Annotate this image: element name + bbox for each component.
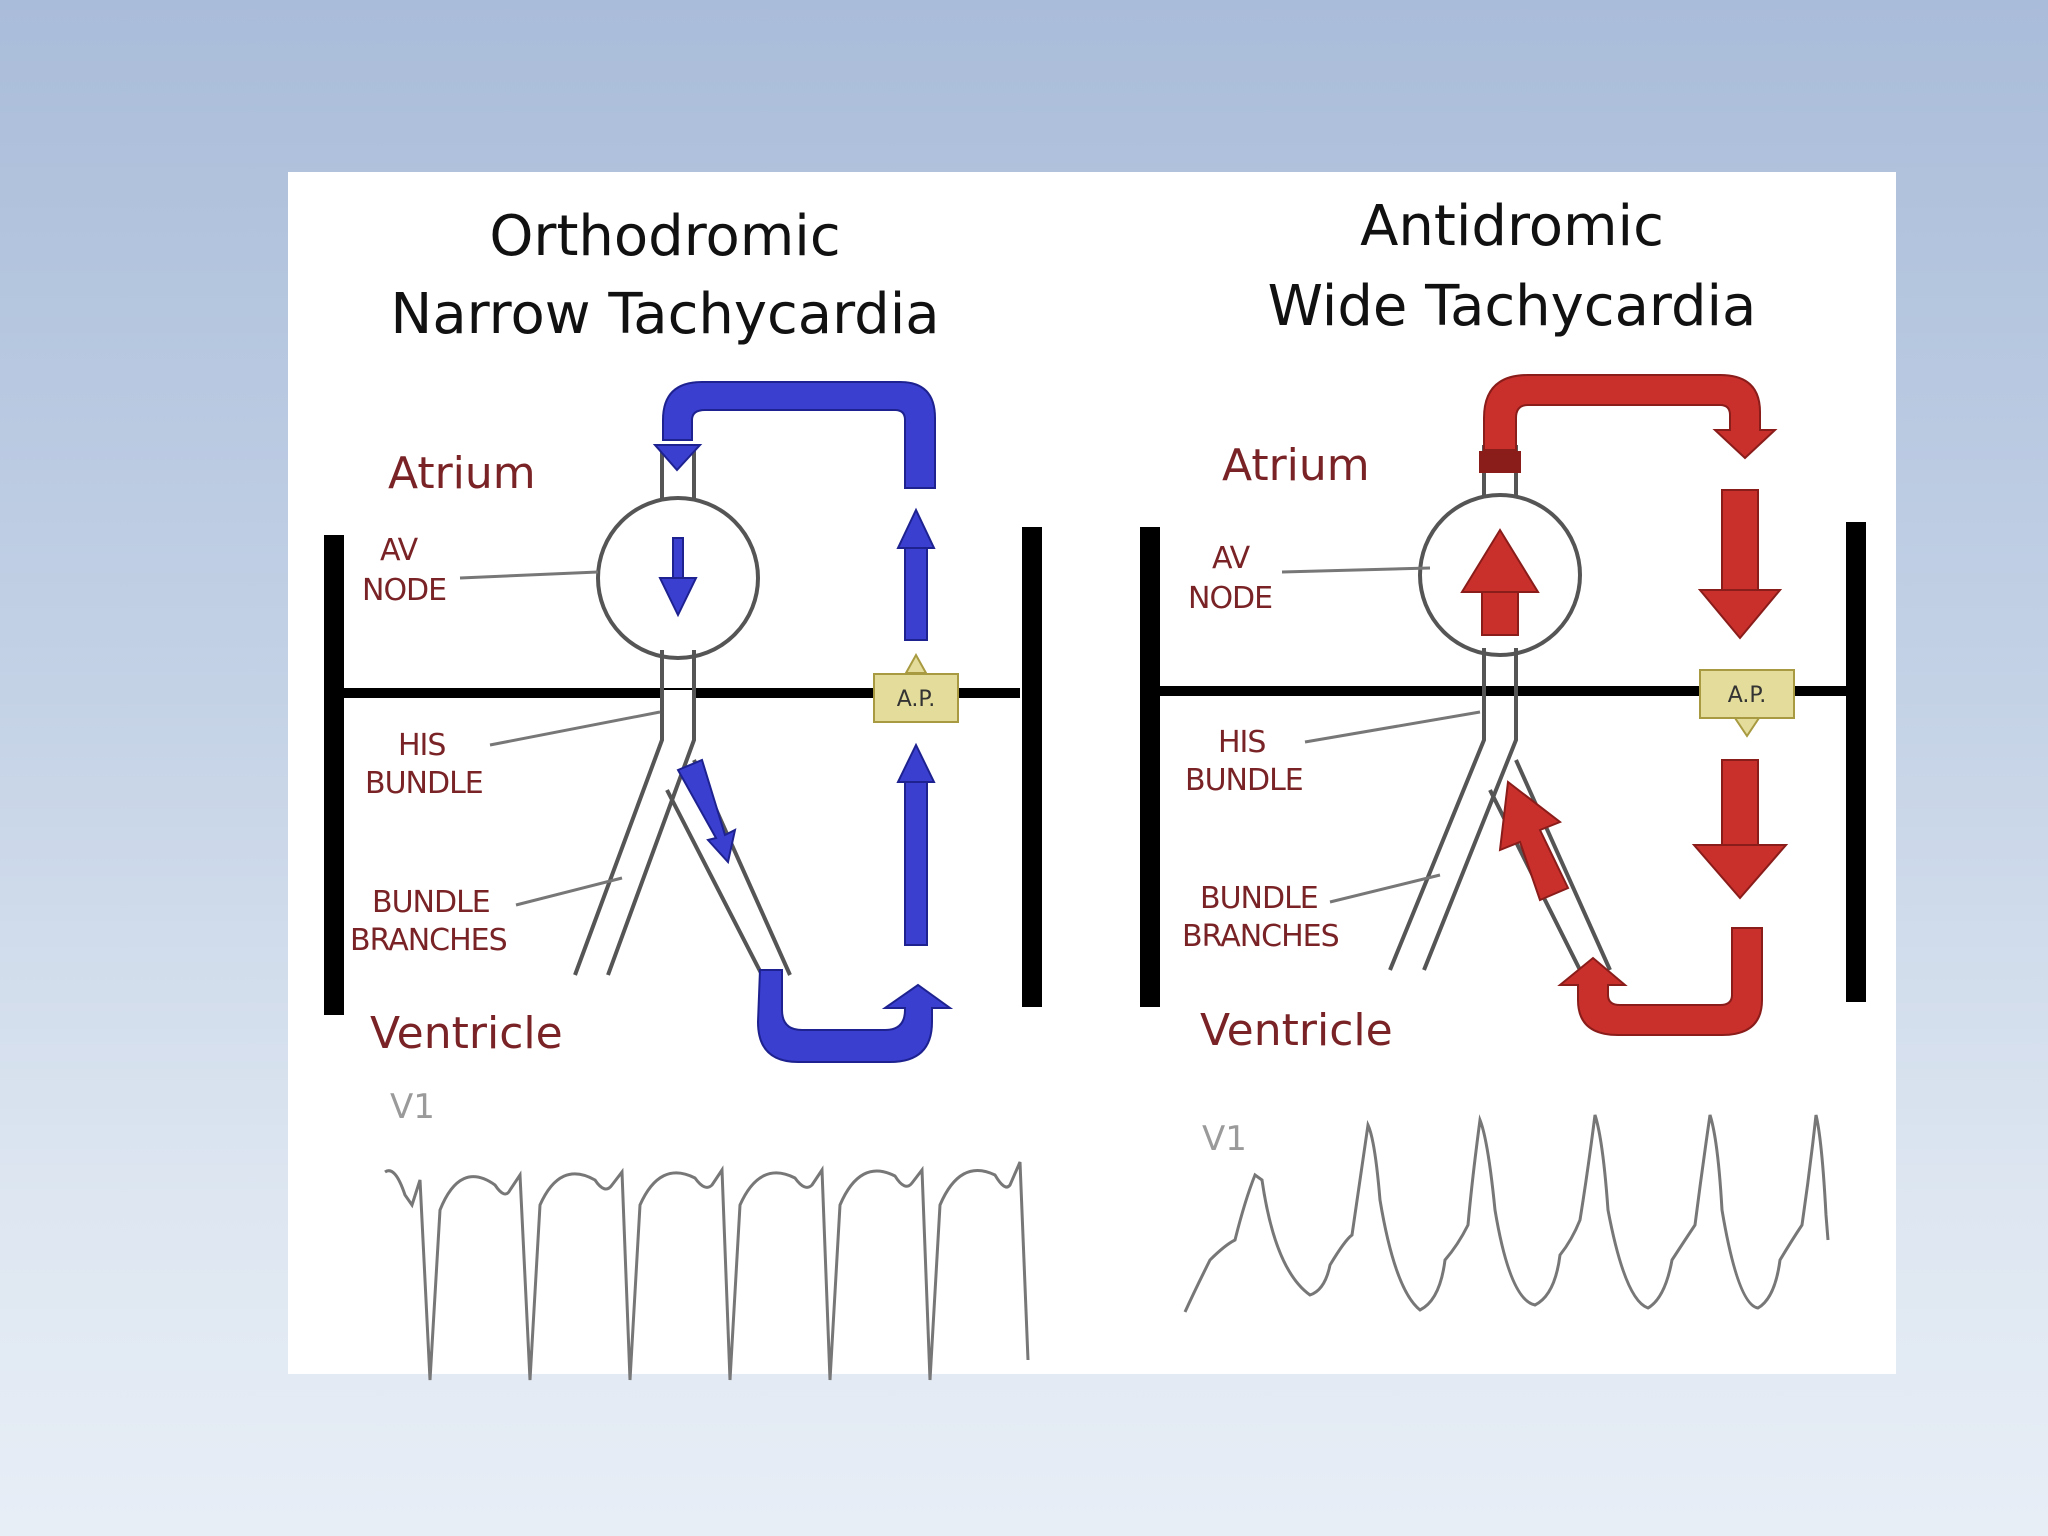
his-bundle-label-right-line2: BUNDLE xyxy=(1185,763,1303,798)
av-node-up-arrow xyxy=(1460,528,1540,593)
bundle-branches-label-line2: BRANCHES xyxy=(350,923,507,958)
orthodromic-title-line2: Narrow Tachycardia xyxy=(390,282,939,347)
his-bundle-label-right-line1: HIS xyxy=(1218,725,1265,760)
bundle-branches-label-right-line1: BUNDLE xyxy=(1200,881,1318,916)
bundle-branches-label-line1: BUNDLE xyxy=(372,885,490,920)
his-bundle-label-line2: BUNDLE xyxy=(365,766,483,801)
accessory-pathway-box-right xyxy=(1699,669,1795,719)
bottom-loop xyxy=(756,969,954,1063)
his-gap xyxy=(660,690,696,702)
his-bundle-label-line1: HIS xyxy=(398,728,445,763)
atrial-entry-arrowhead xyxy=(652,444,703,472)
wide-ecg-trace xyxy=(1183,1114,1830,1313)
top-return-loop xyxy=(662,381,936,489)
av-node-label-right-line2: NODE xyxy=(1188,581,1272,616)
left-septum-bar xyxy=(324,535,344,1015)
av-node-down-arrow xyxy=(658,577,698,618)
ap-label: A.P. xyxy=(897,687,936,712)
branch-up-arrow xyxy=(1498,780,1570,902)
ecg-lead-label-right: V1 xyxy=(1202,1119,1247,1159)
narrow-ecg-trace xyxy=(384,1161,1030,1381)
top-loop-right xyxy=(1483,374,1778,460)
bottom-loop-right xyxy=(1557,927,1763,1036)
right-septum-bar xyxy=(1022,527,1042,1007)
atrium-label: Atrium xyxy=(388,448,536,499)
left-septum-bar-right xyxy=(1140,527,1160,1007)
antidromic-title-line2: Wide Tachycardia xyxy=(1268,274,1757,339)
ap-upper-down-arrow xyxy=(1697,589,1783,640)
right-septum-bar-right xyxy=(1846,522,1866,1002)
ap-upper-up-arrow xyxy=(896,507,936,549)
ap-lower-down-arrow xyxy=(1691,844,1789,900)
branch-down-arrow xyxy=(676,758,737,865)
atrium-label-right: Atrium xyxy=(1222,440,1370,491)
antidromic-title-line1: Antidromic xyxy=(1360,194,1664,259)
orthodromic-panel: Orthodromic Narrow Tachycardia xyxy=(324,204,1042,1381)
ventricle-label-right: Ventricle xyxy=(1200,1005,1393,1056)
av-node-label-right-line1: AV xyxy=(1212,541,1251,576)
ap-label-right: A.P. xyxy=(1728,683,1767,708)
ventricle-label: Ventricle xyxy=(370,1008,563,1059)
antidromic-panel: Antidromic Wide Tachycardia xyxy=(1140,194,1866,1313)
av-node-label-line2: NODE xyxy=(362,573,446,608)
av-plane-line-right xyxy=(1156,686,1846,696)
accessory-pathway-box xyxy=(873,673,959,723)
diagram-card xyxy=(288,172,1896,1374)
ecg-lead-label: V1 xyxy=(390,1087,435,1127)
orthodromic-title-line1: Orthodromic xyxy=(489,204,840,269)
ap-lower-up-arrow xyxy=(896,742,936,783)
antidromic-circuit xyxy=(1460,374,1789,1036)
bundle-branches-label-right-line2: BRANCHES xyxy=(1182,919,1339,954)
av-node-label-line1: AV xyxy=(380,533,419,568)
orthodromic-circuit xyxy=(652,381,954,1063)
